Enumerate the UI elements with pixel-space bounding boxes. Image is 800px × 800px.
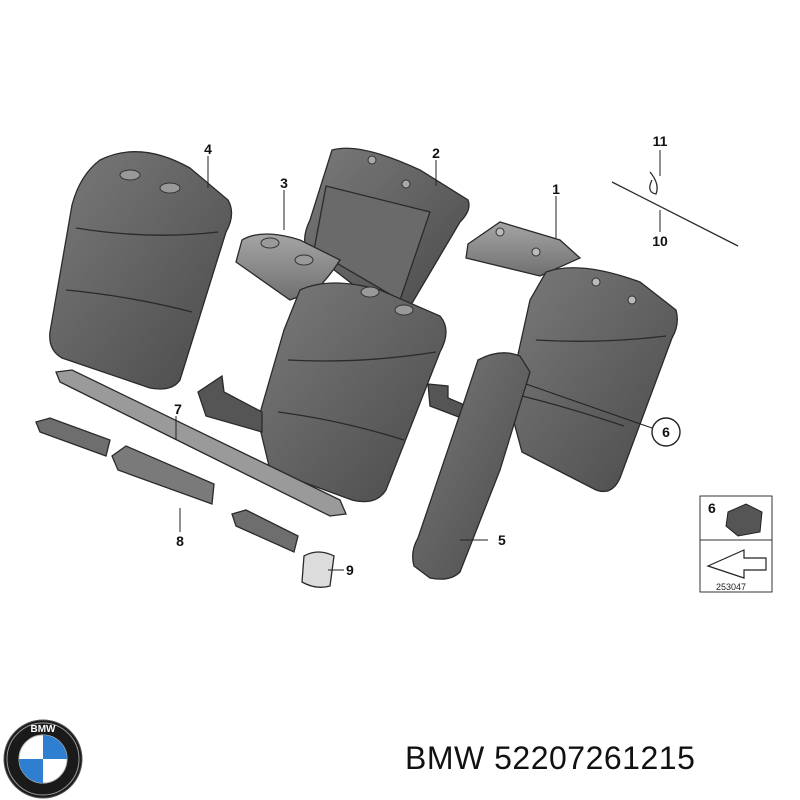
callout-7: 7 (174, 401, 182, 417)
inset-code: 253047 (716, 582, 746, 592)
callout-9: 9 (346, 562, 354, 578)
part-caption: BMW 52207261215 (405, 740, 696, 776)
parts-diagram: 1 2 3 4 5 6 7 8 9 10 11 6 253047 (35, 133, 773, 593)
inset-part-thumbnail (725, 503, 763, 537)
callout-8: 8 (176, 533, 184, 549)
part-9-clip (301, 551, 335, 588)
bmw-logo-icon: BMW (3, 719, 83, 799)
part-7-trim-strip (55, 369, 347, 517)
part-8-trim-pieces (35, 417, 299, 553)
part-4-backrest-cover (49, 151, 233, 390)
callout-4: 4 (204, 141, 212, 157)
callout-6: 6 (662, 424, 670, 440)
arrow-icon (706, 549, 767, 579)
callout-1: 1 (552, 181, 560, 197)
part-10-11-wire-clip (611, 171, 739, 247)
logo-text: BMW (31, 724, 57, 735)
callout-10: 10 (652, 233, 668, 249)
inset-box: 6 253047 (699, 495, 773, 593)
callout-3: 3 (280, 175, 288, 191)
callout-2: 2 (432, 145, 440, 161)
part-2-backrest-frame (304, 147, 470, 311)
callout-6-ring (651, 417, 681, 447)
callout-11: 11 (653, 133, 668, 149)
part-3-backrest-cover (197, 233, 447, 503)
inset-part-number: 6 (708, 500, 716, 516)
part-1-backrest (427, 221, 678, 493)
callout-5: 5 (498, 532, 506, 548)
part-5-side-bolster (412, 352, 531, 580)
leader-lines (175, 150, 661, 571)
